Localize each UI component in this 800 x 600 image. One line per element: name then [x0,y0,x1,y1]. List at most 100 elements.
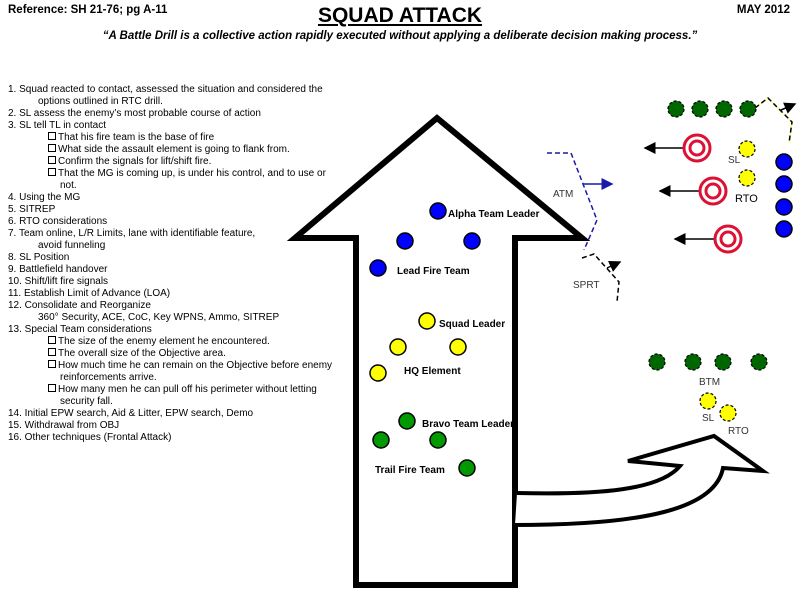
btm-route-top [754,97,793,144]
bravo-team-leader-marker [398,412,416,430]
btm-soldier-marker [739,100,757,118]
hq-soldier-marker [369,364,387,382]
sub-item: The overall size of the Objective area. [8,348,368,360]
step-item: 9. Battlefield handover [8,264,108,275]
bravo-soldier-marker [372,431,390,449]
btm-soldier-marker [750,353,768,371]
step-item: 3. SL tell TL in contact [8,120,107,131]
label-rto-top: RTO [735,193,758,205]
checkbox-bullet-icon [48,156,56,164]
atm-route [547,152,598,251]
enemy-position-icon [688,139,706,157]
advance-arrow [286,114,591,588]
btm-route-top-yellow [754,97,793,144]
enemy-position-icon [719,230,737,248]
rto-marker [738,169,756,187]
sub-item-continuation: not. [60,180,77,191]
sub-item-text: How many men he can pull off his perimet… [58,384,317,395]
step-item: 14. Initial EPW search, Aid & Litter, EP… [8,408,254,419]
step-item: 8. SL Position [8,252,70,263]
label-atm: ATM [553,189,573,200]
sprt-route [581,253,620,303]
checkbox-bullet-icon [48,336,56,344]
label-bravo-team-leader: Bravo Team Leader [422,419,514,430]
sl-marker [738,140,756,158]
step-item: 5. SITREP [8,204,56,215]
step-item: 7. Team online, L/R Limits, lane with id… [8,228,256,239]
enemy-position-icon [704,182,722,200]
sub-item-text: What side the assault element is going t… [58,144,290,155]
squad-leader-marker [418,312,436,330]
checkbox-bullet-icon [48,132,56,140]
sprt-arrow [606,260,622,272]
sub-item-continuation: security fall. [60,396,113,407]
sub-item: How many men he can pull off his perimet… [8,384,368,396]
step-item: 11. Establish Limit of Advance (LOA) [8,288,171,299]
alpha-soldier-marker [396,232,414,250]
enemy-position-icon [682,133,712,163]
enemy-position-icon [698,176,728,206]
label-sl-top: SL [728,155,741,166]
btm-soldier-marker [691,100,709,118]
label-rto-bottom: RTO [728,426,749,437]
label-hq-element: HQ Element [404,366,461,377]
sub-item: That the MG is coming up, is under his c… [8,168,368,180]
btm-soldier-marker [648,353,666,371]
label-sprt: SPRT [573,280,600,291]
step-item: 13. Special Team considerations [8,324,152,335]
sub-item-text: The overall size of the Objective area. [58,348,226,359]
sub-item: How much time he can remain on the Objec… [8,360,368,372]
step-item: 15. Withdrawal from OBJ [8,420,120,431]
label-squad-leader: Squad Leader [439,319,505,330]
btm-route-arrow [780,102,797,114]
flank-arrow [514,433,770,527]
checkbox-bullet-icon [48,348,56,356]
atm-soldier-marker [775,175,793,193]
btm-soldier-marker [667,100,685,118]
step-item: 6. RTO considerations [8,216,108,227]
label-btm: BTM [699,377,720,388]
sub-item-text: That his fire team is the base of fire [58,132,215,143]
checkbox-bullet-icon [48,144,56,152]
bravo-soldier-marker [458,459,476,477]
atm-soldier-marker [775,198,793,216]
step-item: 12. Consolidate and Reorganize [8,300,151,311]
btm-soldier-marker [684,353,702,371]
sub-item: What side the assault element is going t… [8,144,368,156]
sub-item: The size of the enemy element he encount… [8,336,368,348]
reference-text: Reference: SH 21-76; pg A-11 [8,4,168,16]
sub-item-continuation: reinforcements arrive. [60,372,157,383]
sub-item-text: How much time he can remain on the Objec… [58,360,333,371]
atm-soldier-marker [775,153,793,171]
hq-soldier-marker [389,338,407,356]
checkbox-bullet-icon [48,384,56,392]
step-item: 1. Squad reacted to contact, assessed th… [8,84,323,95]
label-sl-bottom: SL [702,413,715,424]
label-trail-fire-team: Trail Fire Team [375,465,445,476]
step-item: 16. Other techniques (Frontal Attack) [8,432,172,443]
alpha-soldier-marker [463,232,481,250]
step-item: 2. SL assess the enemy’s most probable c… [8,108,261,119]
sl-marker [699,392,717,410]
page-title: SQUAD ATTACK [317,4,483,27]
step-continuation: options outlined in RTC drill. [38,96,163,107]
checkbox-bullet-icon [48,168,56,176]
bravo-soldier-marker [429,431,447,449]
label-alpha-team-leader: Alpha Team Leader [448,209,540,220]
step-continuation: avoid funneling [38,240,106,251]
steps-list: 1. Squad reacted to contact, assessed th… [8,84,368,444]
sub-item: Confirm the signals for lift/shift fire. [8,156,368,168]
step-continuation: 360° Security, ACE, CoC, Key WPNS, Ammo,… [38,312,280,323]
atm-soldier-marker [775,220,793,238]
hq-soldier-marker [449,338,467,356]
btm-soldier-marker [715,100,733,118]
alpha-team-leader-marker [429,202,447,220]
alpha-soldier-marker [369,259,387,277]
btm-soldier-marker [714,353,732,371]
sub-item-text: That the MG is coming up, is under his c… [58,168,326,179]
step-item: 4. Using the MG [8,192,81,203]
sub-item-text: The size of the enemy element he encount… [58,336,270,347]
sub-item-text: Confirm the signals for lift/shift fire. [58,156,212,167]
battle-drill-quote: “A Battle Drill is a collective action r… [102,30,698,42]
